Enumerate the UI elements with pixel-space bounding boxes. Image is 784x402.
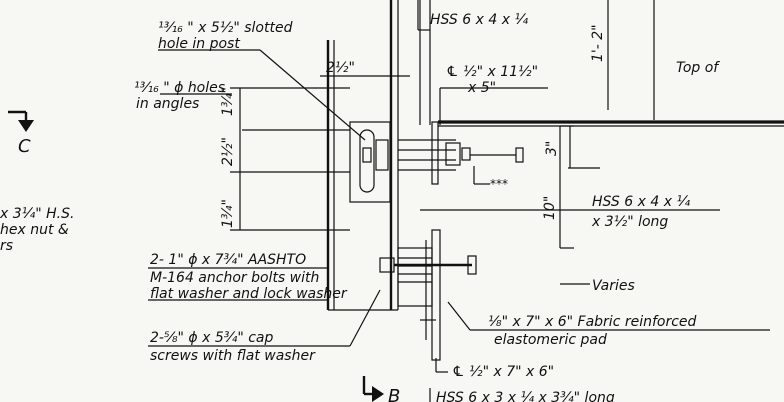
dim-2half-v-label: 2½" (220, 137, 236, 166)
hs-fragment-1: x 3¼" H.S. (0, 206, 74, 222)
plate-edge (431, 121, 439, 185)
hss-bottom-label: HSS 6 x 3 x ¼ x 3¾" long (436, 390, 615, 402)
bolt-stub (515, 147, 524, 163)
section-b-marker (362, 376, 384, 402)
dim-10-label: 10" (542, 196, 558, 220)
dimension-lines (230, 0, 655, 249)
plate-label-1: ℄ ½" x 11½" (446, 64, 538, 80)
lower-block (397, 247, 433, 307)
slotted-hole-label-1: ¹³⁄₁₆ " x 5½" slotted (158, 20, 293, 36)
bearing-assembly (379, 229, 477, 361)
nut-stack (375, 139, 389, 171)
dim-3-label: 3" (544, 141, 560, 156)
leader-slotted-2 (259, 49, 366, 141)
bolt-nut (445, 142, 461, 166)
anchor-label-3: flat washer and lock washer (150, 286, 348, 302)
angle-plate (349, 121, 391, 203)
dim-1-3-4-top-label: 1¾" (220, 87, 236, 116)
top-of-label: Top of (676, 60, 720, 76)
bolt-head (362, 147, 372, 163)
anchor-bolt-end (467, 255, 477, 275)
bolt-end (461, 147, 471, 161)
section-c-label: C (18, 136, 31, 157)
angle-brackets (349, 121, 391, 203)
pad-label-2: elastomeric pad (494, 332, 607, 348)
dim-1-3-4-bot-label: 1¾" (220, 199, 236, 228)
holes-label-1: ¹³⁄₁₆ " ϕ holes (134, 80, 225, 96)
slotted-hole (359, 129, 375, 193)
anchor-label-2: M-164 anchor bolts with (150, 270, 319, 286)
slotted-hole-label-2: hole in post (158, 36, 240, 52)
plate-vertical (431, 120, 784, 185)
plate-bottom-label: ℄ ½" x 7" x 6" (452, 364, 554, 380)
connection-bolts (398, 139, 524, 171)
hss-right-label-2: x 3½" long (591, 214, 668, 230)
post-structure (326, 0, 431, 311)
elastomeric-pad (431, 229, 441, 361)
varies-label: Varies (592, 278, 635, 294)
plate-label-2: x 5" (467, 80, 496, 96)
leader-cap-2 (349, 289, 381, 347)
hss-top-label: HSS 6 x 4 x ¼ (430, 12, 528, 28)
dim-2half-label: 2½" (326, 60, 355, 76)
section-c-arrow (18, 120, 34, 132)
section-b-label: B (388, 386, 400, 402)
hs-fragment-3: rs (0, 238, 13, 254)
pad-label-1: ⅛" x 7" x 6" Fabric reinforced (488, 314, 697, 330)
anchor-label-1: 2- 1" ϕ x 7¾" AASHTO (150, 252, 306, 268)
hss-right-label-1: HSS 6 x 4 x ¼ (592, 194, 690, 210)
cap-label-1: 2-⅝" ϕ x 5¾" cap (150, 330, 273, 346)
section-c-marker (8, 110, 34, 132)
leader-lines (148, 0, 770, 402)
section-b-arrow (372, 386, 384, 402)
holes-label-2: in angles (136, 96, 199, 112)
hs-fragment-2: hex nut & (0, 222, 69, 238)
dim-1-2-label: 1'- 2" (590, 24, 606, 62)
weld-symbol: *** (490, 177, 508, 191)
leader-pad-2 (447, 301, 471, 331)
cap-label-2: screws with flat washer (150, 348, 316, 364)
